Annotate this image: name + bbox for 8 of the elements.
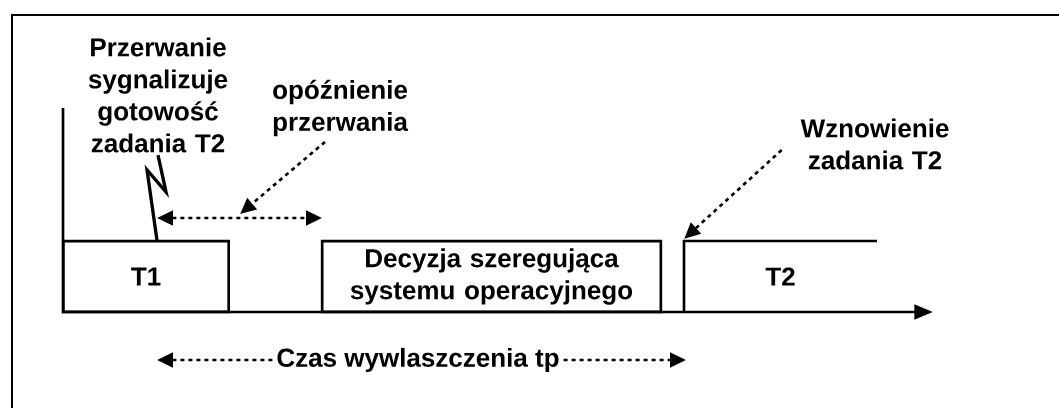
annotation-text: opóźnienie przerwania (273, 79, 409, 137)
scheduler-box: Decyzja szeregująca systemu operacyjnego (320, 239, 663, 314)
annotation-text: Przerwanie sygnalizuje gotowość zadania T2 (88, 37, 228, 153)
annotation-text: Wznowienie zadania T2 (800, 118, 949, 170)
lightning-bolt (144, 154, 170, 241)
task-bar: T1 (62, 239, 230, 314)
dimension-label: Czas wywlaszczenia tp (277, 347, 559, 373)
task-bar: T2 (682, 239, 877, 312)
